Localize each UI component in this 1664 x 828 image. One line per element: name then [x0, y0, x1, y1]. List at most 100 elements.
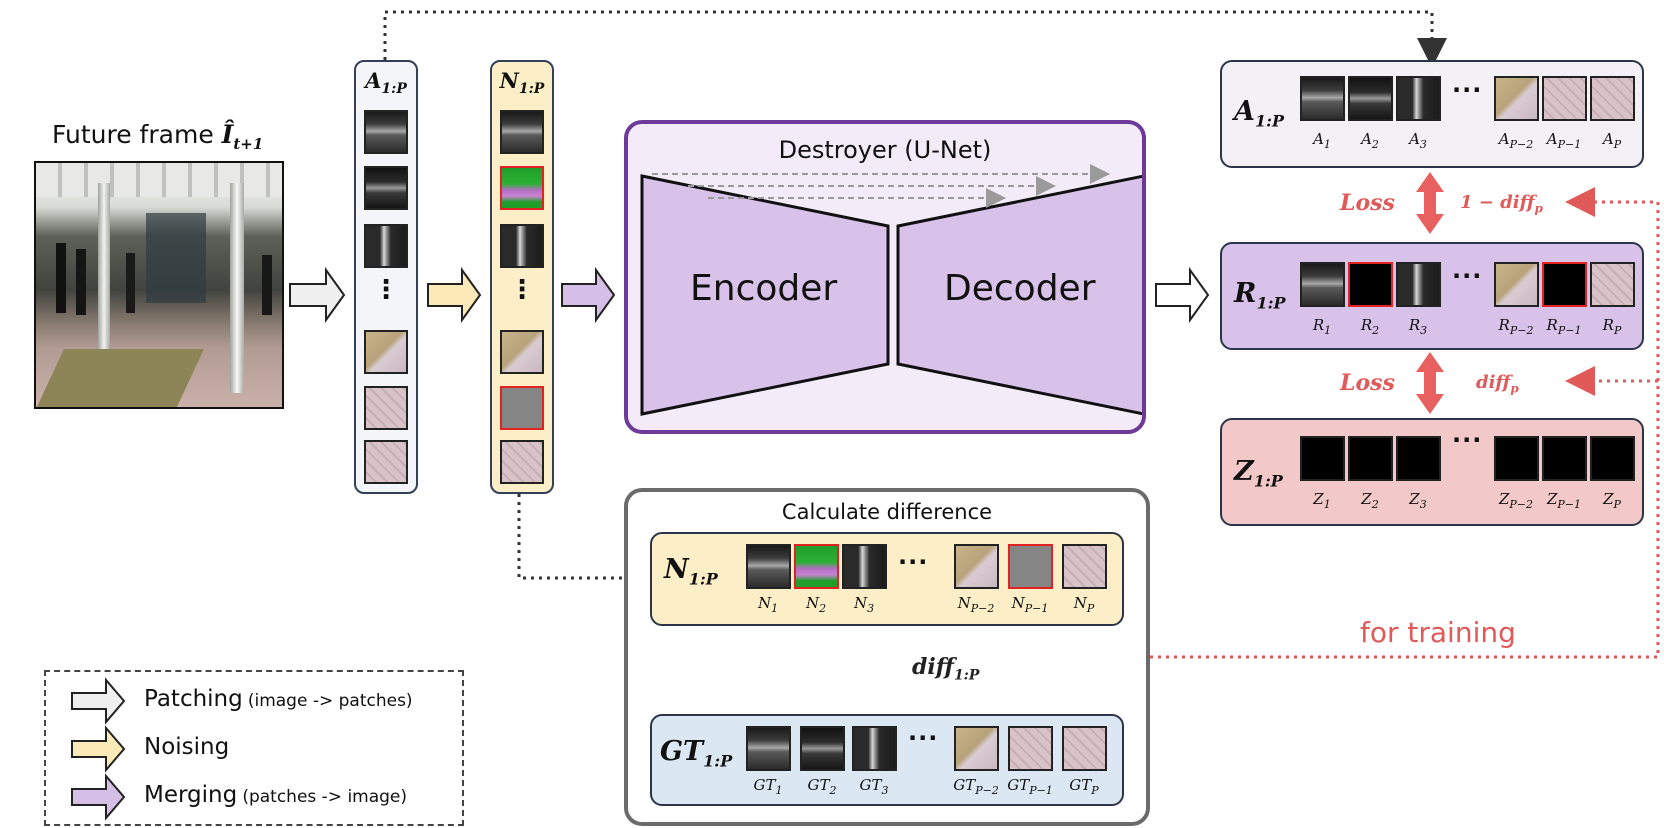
- row-r-cap-2: R2: [1360, 316, 1380, 337]
- row-gt-cap-4: GTP−2: [953, 776, 999, 797]
- row-a-cap-1: A1: [1313, 130, 1331, 151]
- patch-a-p: [364, 440, 408, 484]
- row-r-cell-p-2: [1494, 262, 1539, 307]
- calc-difference-title: Calculate difference: [781, 500, 993, 524]
- row-a-cell-3: [1396, 76, 1441, 121]
- row-z-cap-6: ZP: [1603, 490, 1621, 511]
- decoder-block: [896, 174, 1142, 416]
- row-a-label: A1:P: [1234, 96, 1285, 131]
- legend-item-patching: Patching (image -> patches): [144, 686, 413, 712]
- patching-arrow: [289, 266, 346, 324]
- row-n-cell-2: [794, 544, 839, 589]
- row-gt-cap-5: GTP−1: [1007, 776, 1053, 797]
- row-a-cell-p-1: [1542, 76, 1587, 121]
- legend-arrow-patching: [71, 677, 126, 725]
- row-z-cap-2: Z2: [1361, 490, 1379, 511]
- row-r: R1:P ··· R1 R2 R3 RP−2 RP−1 RP: [1220, 242, 1644, 350]
- row-n-cell-1: [746, 544, 791, 589]
- row-gt-cap-6: GTP: [1069, 776, 1099, 797]
- future-frame-title: Future frame Ît+1: [52, 120, 263, 153]
- row-z-cap-4: ZP−2: [1498, 490, 1534, 511]
- row-r-cell-2: [1348, 262, 1393, 307]
- patch-n-ellipsis: ⋮: [509, 275, 535, 305]
- row-a-cap-2: A2: [1361, 130, 1379, 151]
- row-gt-cell-p-1: [1008, 726, 1053, 771]
- loss-arrow-bottom: [1416, 352, 1444, 414]
- loss-label-top: Loss: [1340, 190, 1395, 216]
- row-z-cell-1: [1300, 436, 1345, 481]
- row-a-cell-p: [1590, 76, 1635, 121]
- diff-label: diff1:P: [912, 654, 980, 684]
- row-z-cap-3: Z3: [1409, 490, 1427, 511]
- legend-item-noising: Noising: [144, 734, 229, 760]
- row-gt-label: GT1:P: [660, 736, 733, 771]
- row-z-cell-3: [1396, 436, 1441, 481]
- patch-column-n-title: N1:P: [499, 68, 545, 98]
- patch-a-3: [364, 224, 408, 268]
- encoder-block: [640, 174, 890, 416]
- row-n-ellipsis: ···: [898, 548, 929, 576]
- row-n-cap-1: N1: [757, 594, 779, 615]
- patch-column-a-title: A1:P: [365, 68, 407, 98]
- row-n-cap-3: N3: [853, 594, 875, 615]
- future-frame-symbol: Î: [221, 120, 234, 149]
- row-z-cell-p-1: [1542, 436, 1587, 481]
- row-z-cell-p-2: [1494, 436, 1539, 481]
- row-a: A1:P ··· A1 A2 A3 AP−2 AP−1 AP: [1220, 60, 1644, 168]
- row-a-cap-3: A3: [1409, 130, 1427, 151]
- patch-column-a: A1:P ⋮: [354, 60, 418, 494]
- decoder-label: Decoder: [944, 268, 1096, 309]
- row-a-ellipsis: ···: [1452, 76, 1483, 104]
- row-gt-cell-p-2: [954, 726, 999, 771]
- encoder-label: Encoder: [690, 268, 838, 309]
- future-frame-subscript: t+1: [233, 135, 264, 153]
- row-gt-cap-2: GT2: [807, 776, 837, 797]
- patch-a-2: [364, 166, 408, 210]
- row-z-label: Z1:P: [1234, 456, 1283, 491]
- row-r-cap-4: RP−2: [1498, 316, 1534, 337]
- legend-box: [44, 670, 464, 826]
- row-r-ellipsis: ···: [1452, 262, 1483, 290]
- patch-n-p: [500, 440, 544, 484]
- for-training-label: for training: [1360, 616, 1516, 649]
- row-n-cap-2: N2: [805, 594, 827, 615]
- legend-patching-name: Patching: [144, 686, 243, 712]
- diff-p-label: diffp: [1476, 372, 1519, 396]
- patch-n-1: [500, 110, 544, 154]
- legend-merging-name: Merging: [144, 782, 238, 808]
- row-r-cap-5: RP−1: [1546, 316, 1582, 337]
- row-r-cap-6: RP: [1602, 316, 1622, 337]
- row-n-cell-p-1: [1008, 544, 1053, 589]
- patch-n-2-noised: [500, 166, 544, 210]
- row-a-cap-6: AP: [1602, 130, 1622, 151]
- patch-n-3: [500, 224, 544, 268]
- row-gt-ellipsis: ···: [908, 724, 939, 752]
- patch-a-ellipsis: ⋮: [373, 275, 399, 305]
- row-a-cap-5: AP−1: [1546, 130, 1582, 151]
- row-r-label: R1:P: [1234, 278, 1286, 313]
- noising-arrow: [427, 266, 482, 324]
- legend-arrow-merging: [71, 773, 126, 821]
- row-r-cap-3: R3: [1408, 316, 1428, 337]
- destroyer-box: Destroyer (U-Net) Encoder Decoder: [624, 120, 1146, 434]
- patch-n-p-minus-1-noised: [500, 386, 544, 430]
- legend-noising-name: Noising: [144, 734, 230, 760]
- row-r-cell-3: [1396, 262, 1441, 307]
- row-r-cell-p: [1590, 262, 1635, 307]
- row-a-cell-1: [1300, 76, 1345, 121]
- output-arrow: [1155, 266, 1210, 324]
- row-a-cap-4: AP−2: [1498, 130, 1534, 151]
- row-z-cap-5: ZP−1: [1546, 490, 1582, 511]
- patch-a-1: [364, 110, 408, 154]
- row-gt-cap-3: GT3: [859, 776, 889, 797]
- legend-arrow-noising: [71, 725, 126, 773]
- row-gt-cell-3: [852, 726, 897, 771]
- row-z-ellipsis: ···: [1452, 426, 1483, 454]
- one-minus-diff-label: 1 − diffp: [1460, 192, 1543, 216]
- row-gt-cell-p: [1062, 726, 1107, 771]
- row-gt-cap-1: GT1: [753, 776, 783, 797]
- row-r-cap-1: R1: [1312, 316, 1332, 337]
- patch-a-p-minus-2: [364, 330, 408, 374]
- row-a-cell-2: [1348, 76, 1393, 121]
- row-r-cell-1: [1300, 262, 1345, 307]
